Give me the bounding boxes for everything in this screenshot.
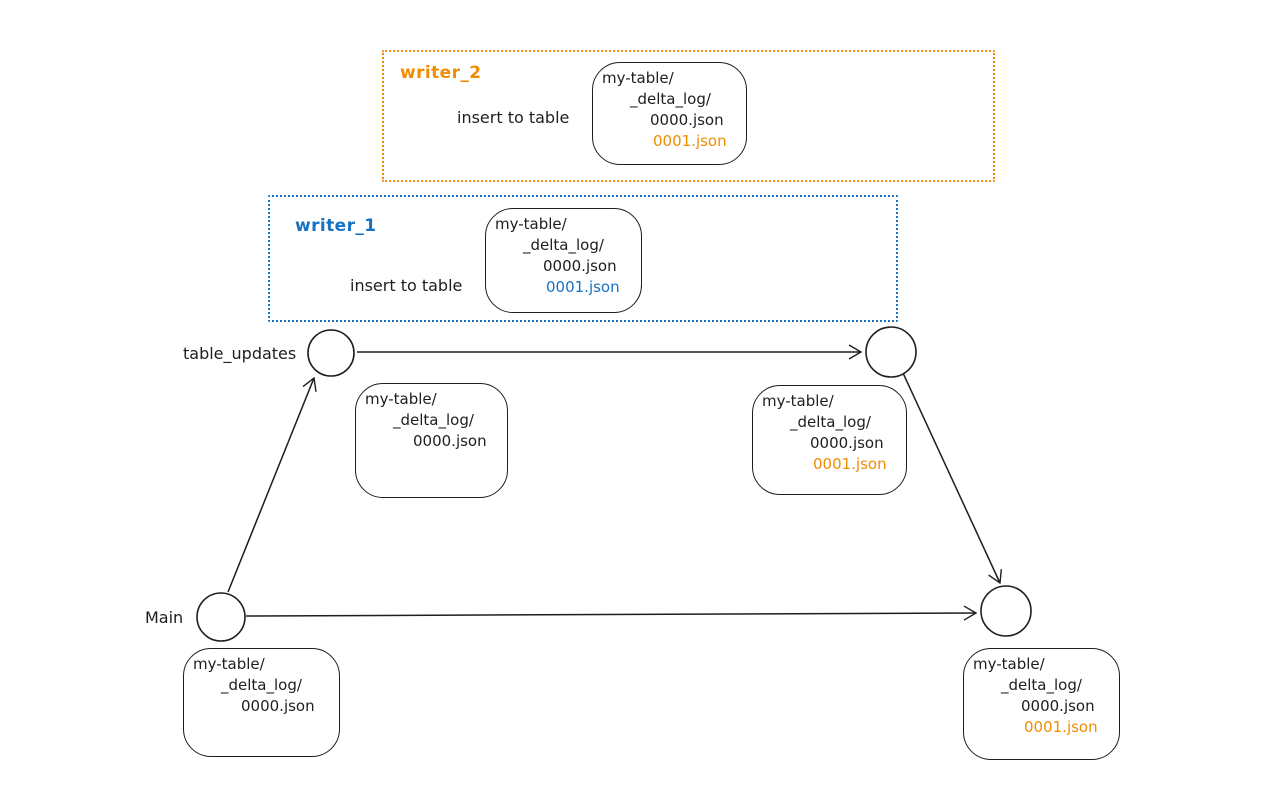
writer-2-boundary <box>382 50 995 182</box>
commit-node-main-1 <box>980 585 1032 637</box>
file-0000-json: 0000.json <box>810 434 884 452</box>
file-0000-json: 0000.json <box>543 257 617 275</box>
file-0000-json: 0000.json <box>1021 697 1095 715</box>
file-0001-json: 0001.json <box>653 132 727 150</box>
commit-node-table-updates-1 <box>865 326 917 378</box>
branch-label-table-updates: table_updates <box>183 344 297 363</box>
dir-root: my-table/ <box>365 390 437 408</box>
dir-delta-log: _delta_log/ <box>523 236 604 254</box>
branch-label-main: Main <box>145 608 184 627</box>
dir-root: my-table/ <box>193 655 265 673</box>
dir-root: my-table/ <box>495 215 567 233</box>
file-0001-json: 0001.json <box>1024 718 1098 736</box>
dir-root: my-table/ <box>762 392 834 410</box>
file-card-writer-2: my-table/ _delta_log/ 0000.json 0001.jso… <box>592 62 747 165</box>
writer-2-label: writer_2 <box>400 63 482 83</box>
file-0000-json: 0000.json <box>650 111 724 129</box>
dir-root: my-table/ <box>973 655 1045 673</box>
commit-node-table-updates-0 <box>307 329 355 377</box>
file-0000-json: 0000.json <box>241 697 315 715</box>
file-0000-json: 0000.json <box>413 432 487 450</box>
dir-root: my-table/ <box>602 69 674 87</box>
file-0001-json: 0001.json <box>813 455 887 473</box>
writer-1-boundary <box>268 195 898 322</box>
file-card-table-updates-v1: my-table/ _delta_log/ 0000.json 0001.jso… <box>752 385 907 495</box>
writer-2-action-label: insert to table <box>457 108 570 127</box>
dir-delta-log: _delta_log/ <box>393 411 474 429</box>
arrow-branch-from-main <box>227 378 314 593</box>
commit-node-main-0 <box>196 592 246 642</box>
file-card-main-v0: my-table/ _delta_log/ 0000.json <box>183 648 340 757</box>
arrow-main-commit <box>245 613 976 616</box>
writer-1-action-label: insert to table <box>350 276 463 295</box>
dir-delta-log: _delta_log/ <box>1001 676 1082 694</box>
dir-delta-log: _delta_log/ <box>790 413 871 431</box>
file-0001-json: 0001.json <box>546 278 620 296</box>
arrow-merge-to-main <box>902 372 1000 583</box>
writer-1-label: writer_1 <box>295 216 377 236</box>
dir-delta-log: _delta_log/ <box>630 90 711 108</box>
file-card-main-v1: my-table/ _delta_log/ 0000.json 0001.jso… <box>963 648 1120 760</box>
file-card-writer-1: my-table/ _delta_log/ 0000.json 0001.jso… <box>485 208 642 313</box>
dir-delta-log: _delta_log/ <box>221 676 302 694</box>
file-card-table-updates-v0: my-table/ _delta_log/ 0000.json <box>355 383 508 498</box>
